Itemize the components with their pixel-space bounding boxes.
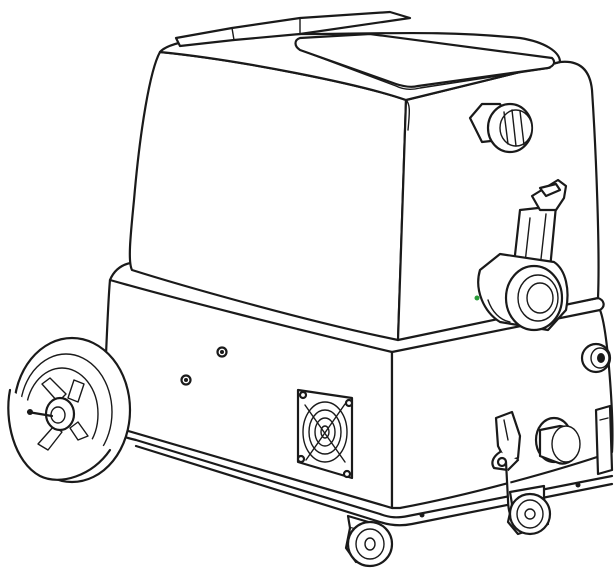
fan-grille-icon	[296, 388, 354, 480]
side-bracket	[594, 404, 614, 476]
caster-wheel-icon-right	[506, 484, 552, 536]
connector-icon	[580, 342, 612, 374]
top-lid	[294, 32, 556, 88]
upper-tank	[128, 10, 600, 342]
top-handle	[174, 10, 412, 48]
hose-fitting-icon	[468, 102, 534, 154]
wheel-icon	[7, 336, 132, 484]
gate-valve-icon	[474, 178, 569, 332]
caster-wheel-icon	[344, 514, 394, 568]
drain-fitting-icon	[534, 416, 581, 465]
